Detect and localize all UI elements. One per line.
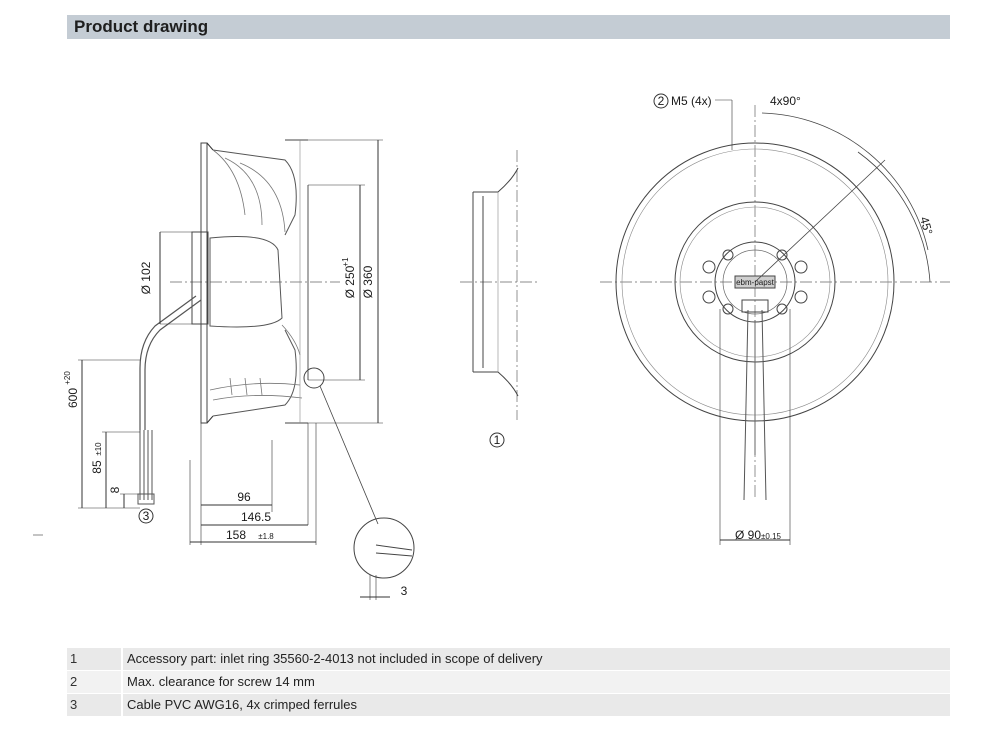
callout-1: 1 xyxy=(494,433,501,447)
angle-4x90: 4x90° xyxy=(770,94,801,108)
note-number: 2 xyxy=(70,674,78,689)
screw-label: M5 (4x) xyxy=(671,94,712,108)
bolt-circle-dia: Ø 90 xyxy=(735,528,761,542)
dim-ferrule-length: 8 xyxy=(108,486,122,493)
callout-2: 2 xyxy=(658,94,665,108)
callout-3: 3 xyxy=(143,509,150,523)
dim-strip-length: 85 xyxy=(90,460,104,474)
note-number: 1 xyxy=(70,651,78,666)
dim-strip-length-tol: ±10 xyxy=(94,442,103,456)
dim-cable-length-tol: +20 xyxy=(63,371,72,385)
notes-table: 1 Accessory part: inlet ring 35560-2-401… xyxy=(67,648,950,717)
dim-wheel-dia: Ø 250 xyxy=(343,265,357,298)
dim-cable-length: 600 xyxy=(66,388,80,408)
section-header: Product drawing xyxy=(67,15,950,39)
side-view xyxy=(78,139,415,600)
note-text: Max. clearance for screw 14 mm xyxy=(127,674,315,689)
dim-depth-146: 146.5 xyxy=(241,510,271,524)
dim-depth-158: 158 xyxy=(226,528,246,542)
section-title: Product drawing xyxy=(74,17,209,36)
dim-inlet-dia: Ø 102 xyxy=(139,261,153,294)
dim-depth-96: 96 xyxy=(237,490,251,504)
front-view xyxy=(600,93,950,545)
note-number: 3 xyxy=(70,697,78,712)
inlet-ring-view xyxy=(460,150,540,448)
product-drawing: Ø 102 Ø 250 +1 Ø 360 600 +20 85 ±10 8 96… xyxy=(33,93,950,600)
dim-outer-dia: Ø 360 xyxy=(361,265,375,298)
note-row: 2 Max. clearance for screw 14 mm xyxy=(67,671,950,693)
note-row: 3 Cable PVC AWG16, 4x crimped ferrules xyxy=(67,694,950,716)
dim-depth-158-tol: ±1.8 xyxy=(258,532,274,541)
brand-plate: ebm-papst xyxy=(736,278,775,287)
dim-clearance: 3 xyxy=(401,584,408,598)
note-text: Accessory part: inlet ring 35560-2-4013 … xyxy=(127,651,543,666)
dim-wheel-dia-tol: +1 xyxy=(341,257,350,267)
note-row: 1 Accessory part: inlet ring 35560-2-401… xyxy=(67,648,950,670)
note-text: Cable PVC AWG16, 4x crimped ferrules xyxy=(127,697,357,712)
angle-45: 45° xyxy=(917,215,935,236)
bolt-circle-tol: ±0.15 xyxy=(761,532,782,541)
